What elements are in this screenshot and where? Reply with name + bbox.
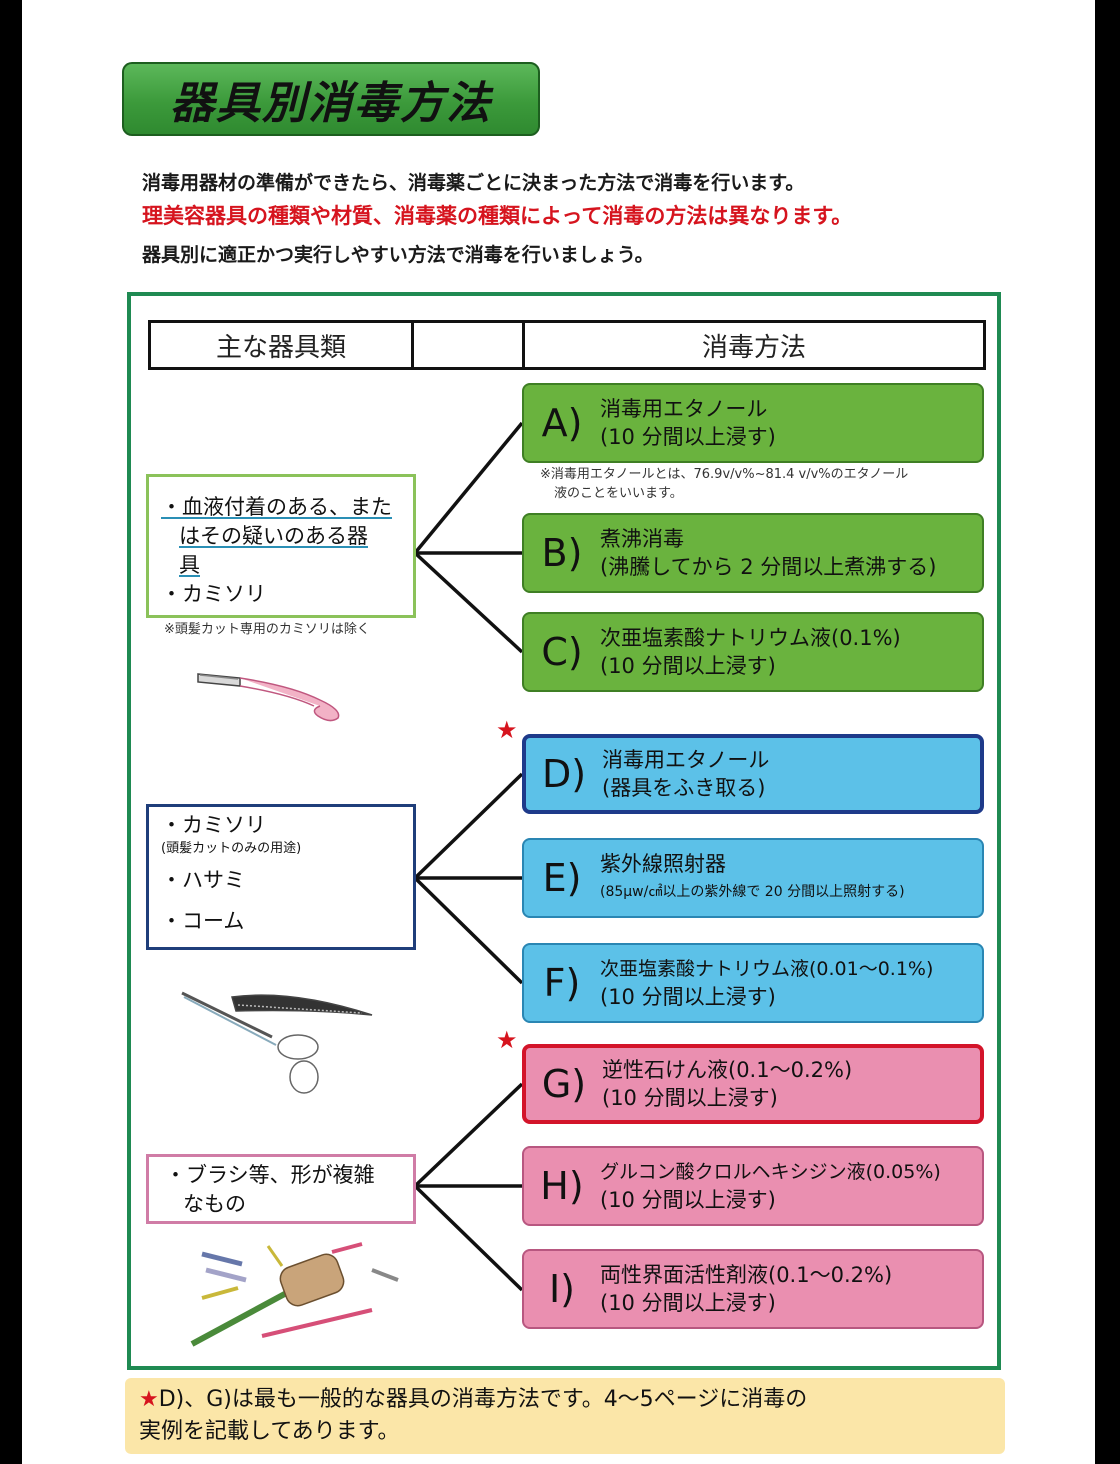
ethanol-note-line1: ※消毒用エタノールとは、76.9v/v%~81.4 v/v%のエタノール	[540, 467, 909, 482]
ethanol-note: ※消毒用エタノールとは、76.9v/v%~81.4 v/v%のエタノール 液のこ…	[540, 465, 908, 503]
razor-exclusion-note: ※頭髪カット専用のカミソリは除く	[164, 622, 370, 637]
method-letter: D)	[541, 752, 587, 796]
method-line1: 消毒用エタノール	[602, 748, 770, 772]
method-letter: I)	[548, 1267, 576, 1311]
header-instruments: 主な器具類	[148, 320, 414, 370]
intro-line-2: 理美容器具の種類や材質、消毒薬の種類によって消毒の方法は異なります。	[142, 204, 853, 228]
header-methods: 消毒方法	[522, 320, 986, 370]
method-line1: 消毒用エタノール	[600, 397, 768, 421]
method-text: 煮沸消毒 (沸騰してから 2 分間以上煮沸する)	[600, 525, 936, 581]
connector-g2-d	[413, 772, 524, 880]
method-line1: 両性界面活性剤液(0.1〜0.2%)	[600, 1263, 893, 1287]
method-letter: G)	[541, 1062, 587, 1106]
connector-g3-i	[413, 1184, 524, 1292]
method-line1: 紫外線照射器	[600, 852, 726, 876]
star-icon: ★	[496, 716, 518, 744]
method-line2: (10 分間以上浸す)	[600, 985, 776, 1009]
method-line2: (10 分間以上浸す)	[600, 1188, 776, 1212]
method-letter: B)	[541, 531, 583, 575]
method-letter: F)	[543, 961, 581, 1005]
header-methods-label: 消毒方法	[701, 332, 806, 363]
connector-g1-c	[413, 551, 524, 654]
instrument-brush-line1: ・ブラシ等、形が複雑	[165, 1163, 375, 1187]
header-spacer	[411, 320, 525, 370]
method-g: G) 逆性石けん液(0.1〜0.2%) (10 分間以上浸す)	[522, 1044, 984, 1124]
scissors-comb-icon	[181, 991, 373, 1094]
method-letter: A)	[541, 401, 583, 445]
method-text: 紫外線照射器 (85μw/㎠以上の紫外線で 20 分間以上照射する)	[600, 850, 905, 906]
method-letter: E)	[542, 856, 582, 900]
method-line2: (10 分間以上浸す)	[602, 1086, 778, 1110]
method-text: 逆性石けん液(0.1〜0.2%) (10 分間以上浸す)	[602, 1056, 852, 1112]
instrument-razor: ・カミソリ	[161, 582, 266, 606]
instrument-blood-line2: はその疑いのある器	[179, 524, 368, 548]
razor-icon	[197, 673, 340, 722]
star-icon: ★	[496, 1026, 518, 1054]
instrument-list: ・カミソリ (頭髪カットのみの用途) ・ハサミ ・コーム	[161, 811, 403, 936]
method-line2: (器具をふき取る)	[602, 776, 766, 800]
method-letter: H)	[540, 1164, 584, 1208]
method-line2: (10 分間以上浸す)	[600, 654, 776, 678]
page-title: 器具別消毒方法	[170, 78, 492, 129]
method-a: A) 消毒用エタノール (10 分間以上浸す)	[522, 383, 984, 463]
instrument-comb: ・コーム	[161, 909, 245, 933]
method-d: D) 消毒用エタノール (器具をふき取る)	[522, 734, 984, 814]
method-text: 次亜塩素酸ナトリウム液(0.1%) (10 分間以上浸す)	[600, 624, 901, 680]
method-line1: 次亜塩素酸ナトリウム液(0.01〜0.1%)	[600, 958, 934, 980]
method-line1: グルコン酸クロルヘキシジン液(0.05%)	[600, 1161, 941, 1183]
ethanol-note-line2: 液のことをいいます。	[554, 486, 683, 501]
footer-line2: 実例を記載してあります。	[139, 1419, 400, 1444]
instrument-list: ・血液付着のある、また はその疑いのある器 具 ・カミソリ	[161, 493, 403, 609]
method-i: I) 両性界面活性剤液(0.1〜0.2%) (10 分間以上浸す)	[522, 1249, 984, 1329]
star-icon: ★	[139, 1387, 159, 1412]
method-text: 消毒用エタノール (10 分間以上浸す)	[600, 395, 776, 451]
method-line2: (10 分間以上浸す)	[600, 425, 776, 449]
instrument-scissors: ・ハサミ	[161, 868, 245, 892]
instrument-blood-line3: 具	[179, 553, 200, 577]
title-banner: 器具別消毒方法	[122, 62, 540, 136]
method-text: 消毒用エタノール (器具をふき取る)	[602, 746, 769, 802]
instrument-group-haircut: ・カミソリ (頭髪カットのみの用途) ・ハサミ ・コーム	[146, 804, 416, 950]
header-instruments-label: 主な器具類	[215, 332, 346, 363]
method-f: F) 次亜塩素酸ナトリウム液(0.01〜0.1%) (10 分間以上浸す)	[522, 943, 984, 1023]
footer-note: ★D)、G)は最も一般的な器具の消毒方法です。4〜5ページに消毒の 実例を記載し…	[125, 1378, 1005, 1454]
instrument-razor-use-note: (頭髪カットのみの用途)	[161, 841, 302, 856]
method-line2: (10 分間以上浸す)	[600, 1291, 776, 1315]
method-line1: 次亜塩素酸ナトリウム液(0.1%)	[600, 626, 901, 650]
method-b: B) 煮沸消毒 (沸騰してから 2 分間以上煮沸する)	[522, 513, 984, 593]
method-line2: (85μw/㎠以上の紫外線で 20 分間以上照射する)	[600, 884, 905, 900]
page: 器具別消毒方法 消毒用器材の準備ができたら、消毒薬ごとに決まった方法で消毒を行い…	[22, 0, 1095, 1464]
method-c: C) 次亜塩素酸ナトリウム液(0.1%) (10 分間以上浸す)	[522, 612, 984, 692]
method-text: 次亜塩素酸ナトリウム液(0.01〜0.1%) (10 分間以上浸す)	[600, 955, 933, 1011]
instrument-razor: ・カミソリ	[161, 813, 266, 837]
instrument-brush-line2: なもの	[183, 1192, 246, 1216]
connector-g3-g	[413, 1082, 524, 1188]
intro-line-3: 器具別に適正かつ実行しやすい方法で消毒を行いましょう。	[142, 244, 654, 266]
connector-g2-f	[413, 876, 524, 985]
intro-line-1: 消毒用器材の準備ができたら、消毒薬ごとに決まった方法で消毒を行います。	[142, 172, 805, 194]
instrument-group-blood: ・血液付着のある、また はその疑いのある器 具 ・カミソリ	[146, 474, 416, 618]
footer-line1: D)、G)は最も一般的な器具の消毒方法です。4〜5ページに消毒の	[158, 1387, 808, 1412]
instrument-blood-line1: ・血液付着のある、また	[161, 495, 392, 519]
connector-lines	[413, 421, 524, 1292]
method-e: E) 紫外線照射器 (85μw/㎠以上の紫外線で 20 分間以上照射する)	[522, 838, 984, 918]
method-line1: 逆性石けん液(0.1〜0.2%)	[602, 1058, 853, 1082]
method-letter: C)	[541, 630, 583, 674]
instrument-group-brush: ・ブラシ等、形が複雑 なもの	[146, 1154, 416, 1224]
method-text: 両性界面活性剤液(0.1〜0.2%) (10 分間以上浸す)	[600, 1261, 892, 1317]
method-chart-frame	[127, 292, 1001, 1370]
instrument-list: ・ブラシ等、形が複雑 なもの	[165, 1161, 403, 1219]
brushes-clips-icon	[190, 1242, 399, 1347]
connector-g1-a	[413, 421, 524, 555]
method-line2: (沸騰してから 2 分間以上煮沸する)	[600, 555, 937, 579]
method-text: グルコン酸クロルヘキシジン液(0.05%) (10 分間以上浸す)	[600, 1158, 941, 1214]
method-line1: 煮沸消毒	[600, 527, 684, 551]
method-h: H) グルコン酸クロルヘキシジン液(0.05%) (10 分間以上浸す)	[522, 1146, 984, 1226]
